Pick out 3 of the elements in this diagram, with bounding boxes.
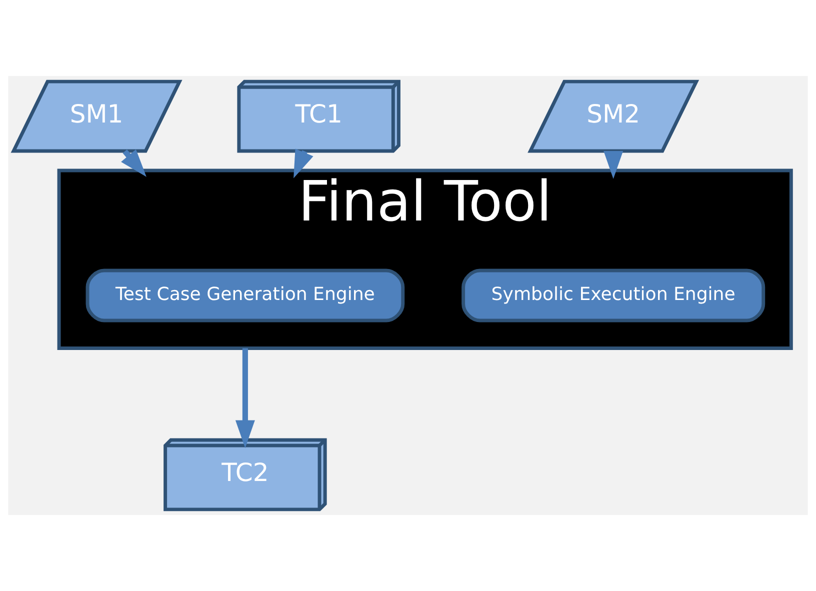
node-box: Test Case Generation Engine — [86, 268, 405, 322]
node-box: Symbolic Execution Engine — [462, 268, 766, 322]
arrow — [235, 348, 255, 448]
